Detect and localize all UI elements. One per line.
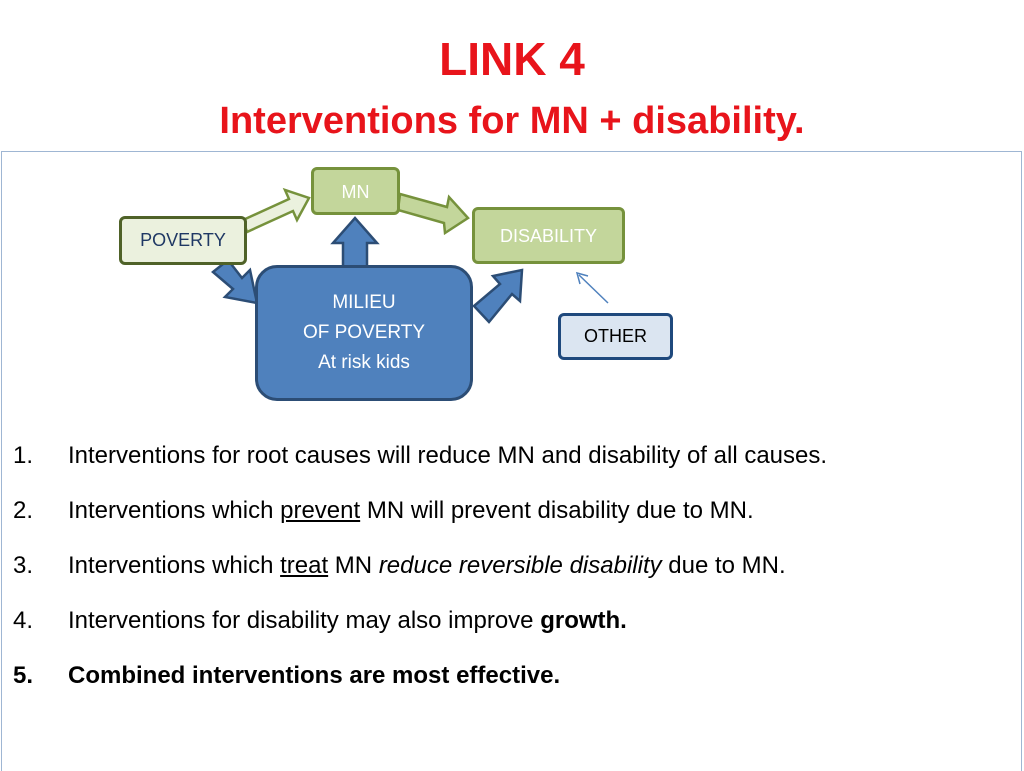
arrow-milieu-to-disability	[472, 268, 524, 324]
other-label: OTHER	[584, 326, 647, 346]
list-text: Interventions which prevent MN will prev…	[68, 497, 754, 524]
arrow-poverty-to-mn	[241, 187, 311, 234]
emphasis-reversible: reduce reversible disability	[378, 552, 662, 579]
list-item: 2. Interventions which prevent MN will p…	[0, 491, 1024, 546]
list-item: 5. Combined interventions are most effec…	[0, 656, 1024, 711]
list-item: 1. Interventions for root causes will re…	[0, 436, 1024, 491]
interventions-list: 1. Interventions for root causes will re…	[0, 436, 1024, 711]
poverty-label: POVERTY	[140, 230, 226, 250]
list-number: 2.	[13, 497, 34, 524]
arrow-milieu-to-mn	[330, 216, 380, 270]
emphasis-treat: treat	[280, 552, 329, 579]
mn-label: MN	[341, 182, 370, 202]
list-text: Interventions for root causes will reduc…	[68, 442, 828, 469]
disability-box: DISABILITY	[472, 207, 625, 264]
milieu-box: MILIEU OF POVERTY At risk kids	[255, 265, 473, 401]
content-frame	[1, 151, 1022, 771]
slide-subtitle: Interventions for MN + disability.	[219, 100, 805, 142]
milieu-line-3: At risk kids	[318, 352, 410, 373]
list-text: Combined interventions are most effectiv…	[68, 662, 561, 689]
arrow-mn-to-disability	[396, 192, 470, 236]
list-number: 1.	[13, 442, 34, 469]
list-number: 4.	[13, 607, 34, 634]
milieu-line-2: OF POVERTY	[302, 322, 426, 343]
milieu-line-1: MILIEU	[332, 292, 396, 313]
slide-title: LINK 4	[439, 33, 585, 85]
list-item: 4. Interventions for disability may also…	[0, 601, 1024, 656]
arrow-poverty-to-milieu	[211, 258, 259, 305]
mn-box: MN	[311, 167, 400, 215]
disability-label: DISABILITY	[499, 226, 598, 246]
poverty-box: POVERTY	[119, 216, 247, 265]
other-box: OTHER	[558, 313, 673, 360]
emphasis-prevent: prevent	[280, 497, 361, 524]
list-item: 3. Interventions which treat MN reduce r…	[0, 546, 1024, 601]
emphasis-growth: growth.	[540, 607, 627, 634]
list-number: 5.	[13, 662, 34, 689]
list-number: 3.	[13, 552, 34, 579]
arrow-other-to-disability	[578, 274, 609, 304]
list-text: Interventions for disability may also im…	[68, 607, 627, 634]
list-text: Interventions which treat MN reduce reve…	[68, 552, 786, 579]
